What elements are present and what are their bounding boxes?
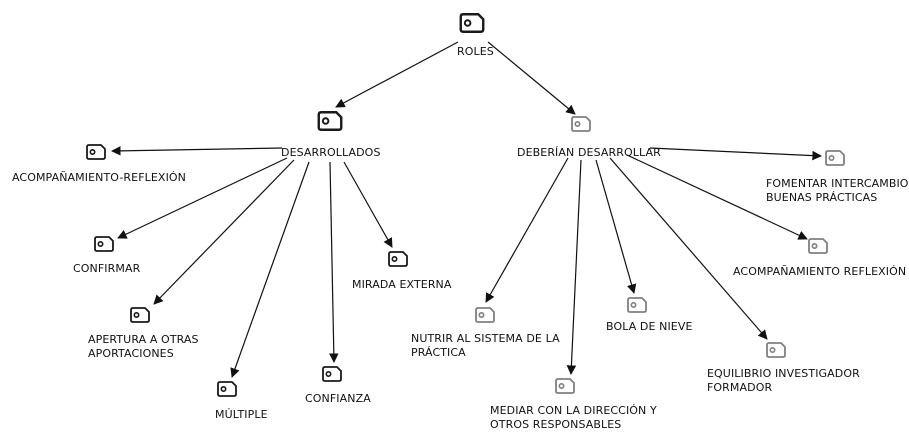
edge-to-mediar [566, 159, 582, 375]
edge-to-acompanamiento-guion [111, 146, 283, 156]
node-label-fomentar-intercambio: FOMENTAR INTERCAMBIO BUENAS PRÁCTICAS [766, 177, 909, 204]
acompanamiento-reflexion-tag-icon [808, 238, 828, 254]
mirada-externa-tag-icon [388, 251, 408, 267]
edge-to-mirada-externa [343, 161, 393, 248]
confirmar-tag-icon [94, 236, 114, 252]
nutrir-tag-icon [475, 307, 495, 323]
node-label-confirmar: CONFIRMAR [73, 262, 141, 275]
edge-to-multiple [230, 161, 310, 378]
fomentar-tag-icon [825, 150, 845, 166]
node-label-mediar-con-la-direccion: MEDIAR CON LA DIRECCIÓN Y OTROS RESPONSA… [490, 404, 657, 431]
confianza-tag-icon [322, 366, 342, 382]
edge-roles-desarrollados [335, 41, 459, 108]
node-label-mirada-externa: MIRADA EXTERNA [352, 278, 452, 291]
branch-label-desarrollados: DESARROLLADOS [281, 146, 381, 159]
node-label-acompanamiento-reflexion: ACOMPAÑAMIENTO REFLEXIÓN [733, 265, 907, 278]
branch-label-deberian-desarrollar: DEBERÍAN DESARROLLAR [517, 146, 661, 159]
edge-to-confianza [329, 161, 339, 363]
root-tag-icon [459, 13, 485, 33]
mediar-tag-icon [555, 378, 575, 394]
edge-to-nutrir [485, 157, 569, 303]
edge-roles-deberian [487, 41, 576, 115]
node-label-confianza: CONFIANZA [305, 392, 371, 405]
node-label-nutrir-al-sistema: NUTRIR AL SISTEMA DE LA PRÁCTICA [411, 332, 560, 359]
edge-to-apertura [153, 159, 295, 305]
deberian-desarrollar-tag-icon [571, 116, 591, 132]
node-label-bola-de-nieve: BOLA DE NIEVE [606, 320, 693, 333]
node-label-multiple: MÚLTIPLE [215, 408, 268, 421]
edge-to-confirmar [117, 157, 288, 239]
desarrollados-tag-icon [317, 111, 343, 131]
root-label: ROLES [457, 45, 494, 58]
edge-to-fomentar [649, 147, 822, 161]
equilibrio-tag-icon [766, 342, 786, 358]
bola-de-nieve-tag-icon [627, 297, 647, 313]
edge-to-acompanamiento-reflexion [626, 154, 808, 240]
node-label-equilibrio-investigador-formador: EQUILIBRIO INVESTIGADOR FORMADOR [707, 367, 860, 394]
acompanamiento-reflexion-guion-tag-icon [86, 144, 106, 160]
edge-to-bola-de-nieve [595, 159, 637, 294]
node-label-apertura-a-otras-aportaciones: APERTURA A OTRAS APORTACIONES [88, 333, 199, 360]
edge-to-equilibrio [609, 157, 768, 340]
multiple-tag-icon [217, 381, 237, 397]
apertura-tag-icon [130, 307, 150, 323]
node-label-acompanamiento-reflexion-guion: ACOMPAÑAMIENTO-REFLEXIÓN [12, 171, 187, 184]
